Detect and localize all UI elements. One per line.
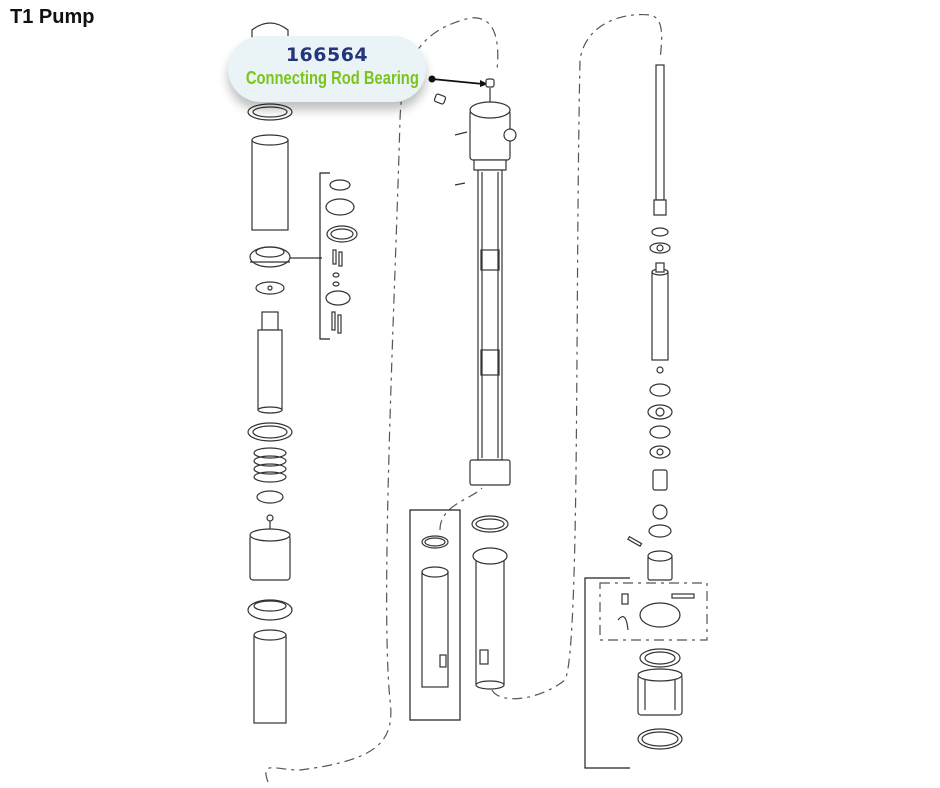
connector-line-sleeve bbox=[439, 487, 483, 531]
callout-part-name: Connecting Rod Bearing bbox=[245, 68, 419, 88]
connector-line-left bbox=[265, 17, 499, 783]
connector-line-right bbox=[491, 13, 663, 700]
page-title: T1 Pump bbox=[10, 6, 95, 28]
subassembly-bracket-right bbox=[584, 577, 630, 769]
callout-part-number: 166564 bbox=[285, 44, 369, 66]
callout-arrow bbox=[431, 78, 484, 85]
middle-column-parts bbox=[409, 75, 517, 721]
left-column-parts bbox=[247, 22, 358, 724]
part-callout: 166564 Connecting Rod Bearing bbox=[228, 36, 426, 102]
right-column-parts bbox=[584, 64, 708, 769]
subassembly-box-clamp bbox=[599, 582, 708, 641]
subassembly-box-sleeve bbox=[409, 509, 461, 721]
subassembly-bracket-left bbox=[319, 172, 330, 340]
